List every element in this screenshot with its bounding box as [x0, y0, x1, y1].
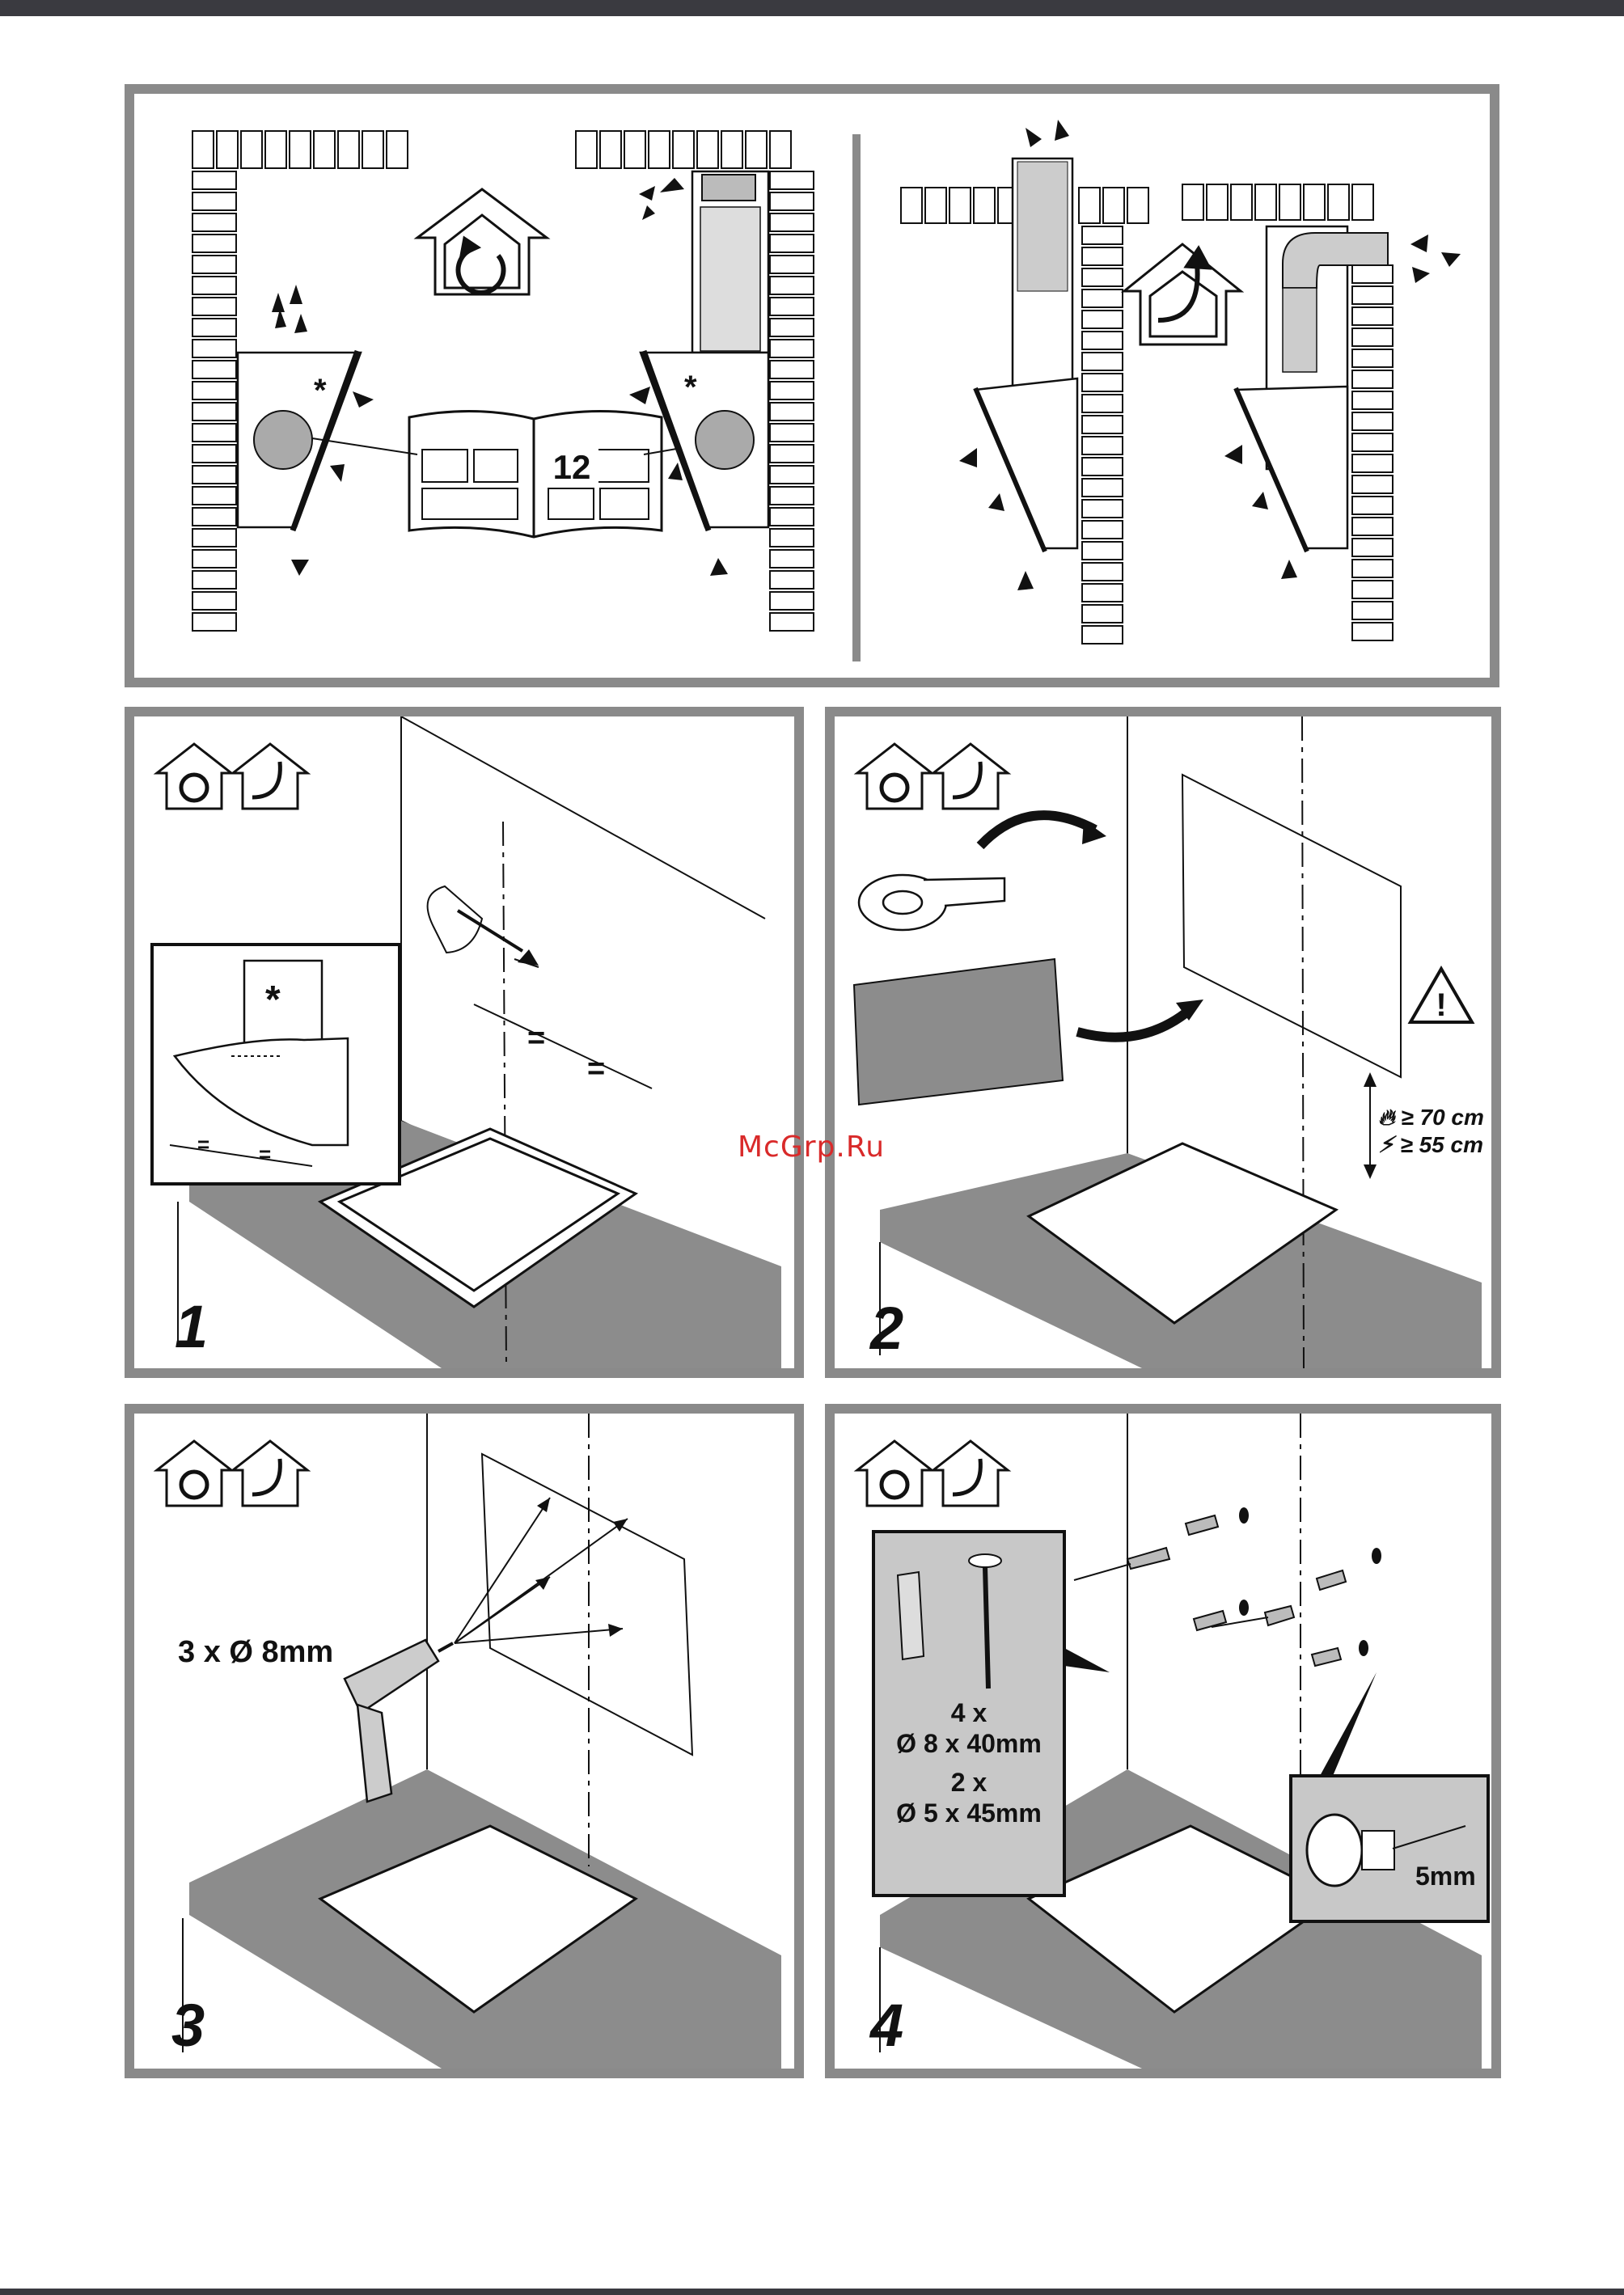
warning-symbol: !: [1436, 987, 1446, 1023]
step-2-diagram: !: [835, 716, 1491, 1368]
pencil-hand-icon: [428, 886, 522, 953]
screw-count: 2 x: [873, 1768, 1064, 1798]
wall-plug-icon: [898, 1572, 924, 1659]
svg-text:=: =: [197, 1132, 209, 1156]
manual-page-ref: 12: [553, 448, 591, 486]
hood-recirculation-left: *: [238, 285, 374, 576]
bottom-border-bar: [0, 2289, 1624, 2295]
asterisk-mark-right: *: [684, 370, 697, 405]
watermark-text: McGrp.Ru: [738, 1131, 885, 1164]
adhesive-tape-roll: [859, 875, 1004, 930]
step-2-panel: ! 🔥︎ ≥ 70 cm ⚡︎ ≥ 55 cm 2: [825, 707, 1501, 1378]
step-3-diagram: [134, 1414, 794, 2069]
extraction-mode-icon: [1124, 244, 1241, 344]
drill-hole-label: 3 x Ø 8mm: [178, 1635, 333, 1671]
plug-count: 4 x: [873, 1698, 1064, 1728]
equal-mark-2: =: [587, 1052, 605, 1086]
template-on-wall: [1182, 775, 1401, 1077]
mode-overview-diagram: * 12: [134, 94, 1490, 678]
screw-size: Ø 5 x 45mm: [873, 1798, 1064, 1828]
top-border-bar: [0, 0, 1624, 16]
step-number: 3: [171, 1996, 205, 2056]
svg-text:=: =: [259, 1142, 271, 1166]
hood-inset: * = =: [152, 945, 400, 1184]
mode-overview-panel: * 12: [125, 84, 1499, 687]
step-1-diagram: = = * = =: [134, 716, 794, 1368]
template-on-wall: [482, 1454, 692, 1755]
plug-size: Ø 8 x 40mm: [873, 1729, 1064, 1759]
equal-mark-1: =: [527, 1021, 545, 1055]
hood-extraction-horizontal: [1224, 226, 1461, 579]
screw-gap-label: 5mm: [1415, 1862, 1476, 1891]
recirculation-mode-icon: [417, 189, 547, 294]
asterisk-mark-left: *: [314, 373, 327, 408]
step-number: 2: [870, 1299, 903, 1359]
clearance-gas-hob: 🔥︎ ≥ 70 cm: [1378, 1105, 1484, 1131]
wall-plugs-and-screws: [1074, 1515, 1346, 1666]
mode-icons: [157, 744, 307, 809]
electric-icon: ⚡︎: [1378, 1132, 1394, 1157]
clearance-electric-hob: ⚡︎ ≥ 55 cm: [1378, 1132, 1483, 1158]
step-number: 4: [870, 1996, 903, 2056]
gas-flame-icon: 🔥︎: [1378, 1105, 1395, 1130]
step-number: 1: [175, 1297, 208, 1357]
step-3-panel: 3 x Ø 8mm 3: [125, 1404, 804, 2078]
step-1-panel: = = * = = 1: [125, 707, 804, 1378]
paper-template-sheet: [854, 959, 1063, 1105]
step-4-panel: 4 x Ø 8 x 40mm 2 x Ø 5 x 45mm 5mm 4: [825, 1404, 1501, 2078]
asterisk-mark: *: [265, 978, 281, 1021]
